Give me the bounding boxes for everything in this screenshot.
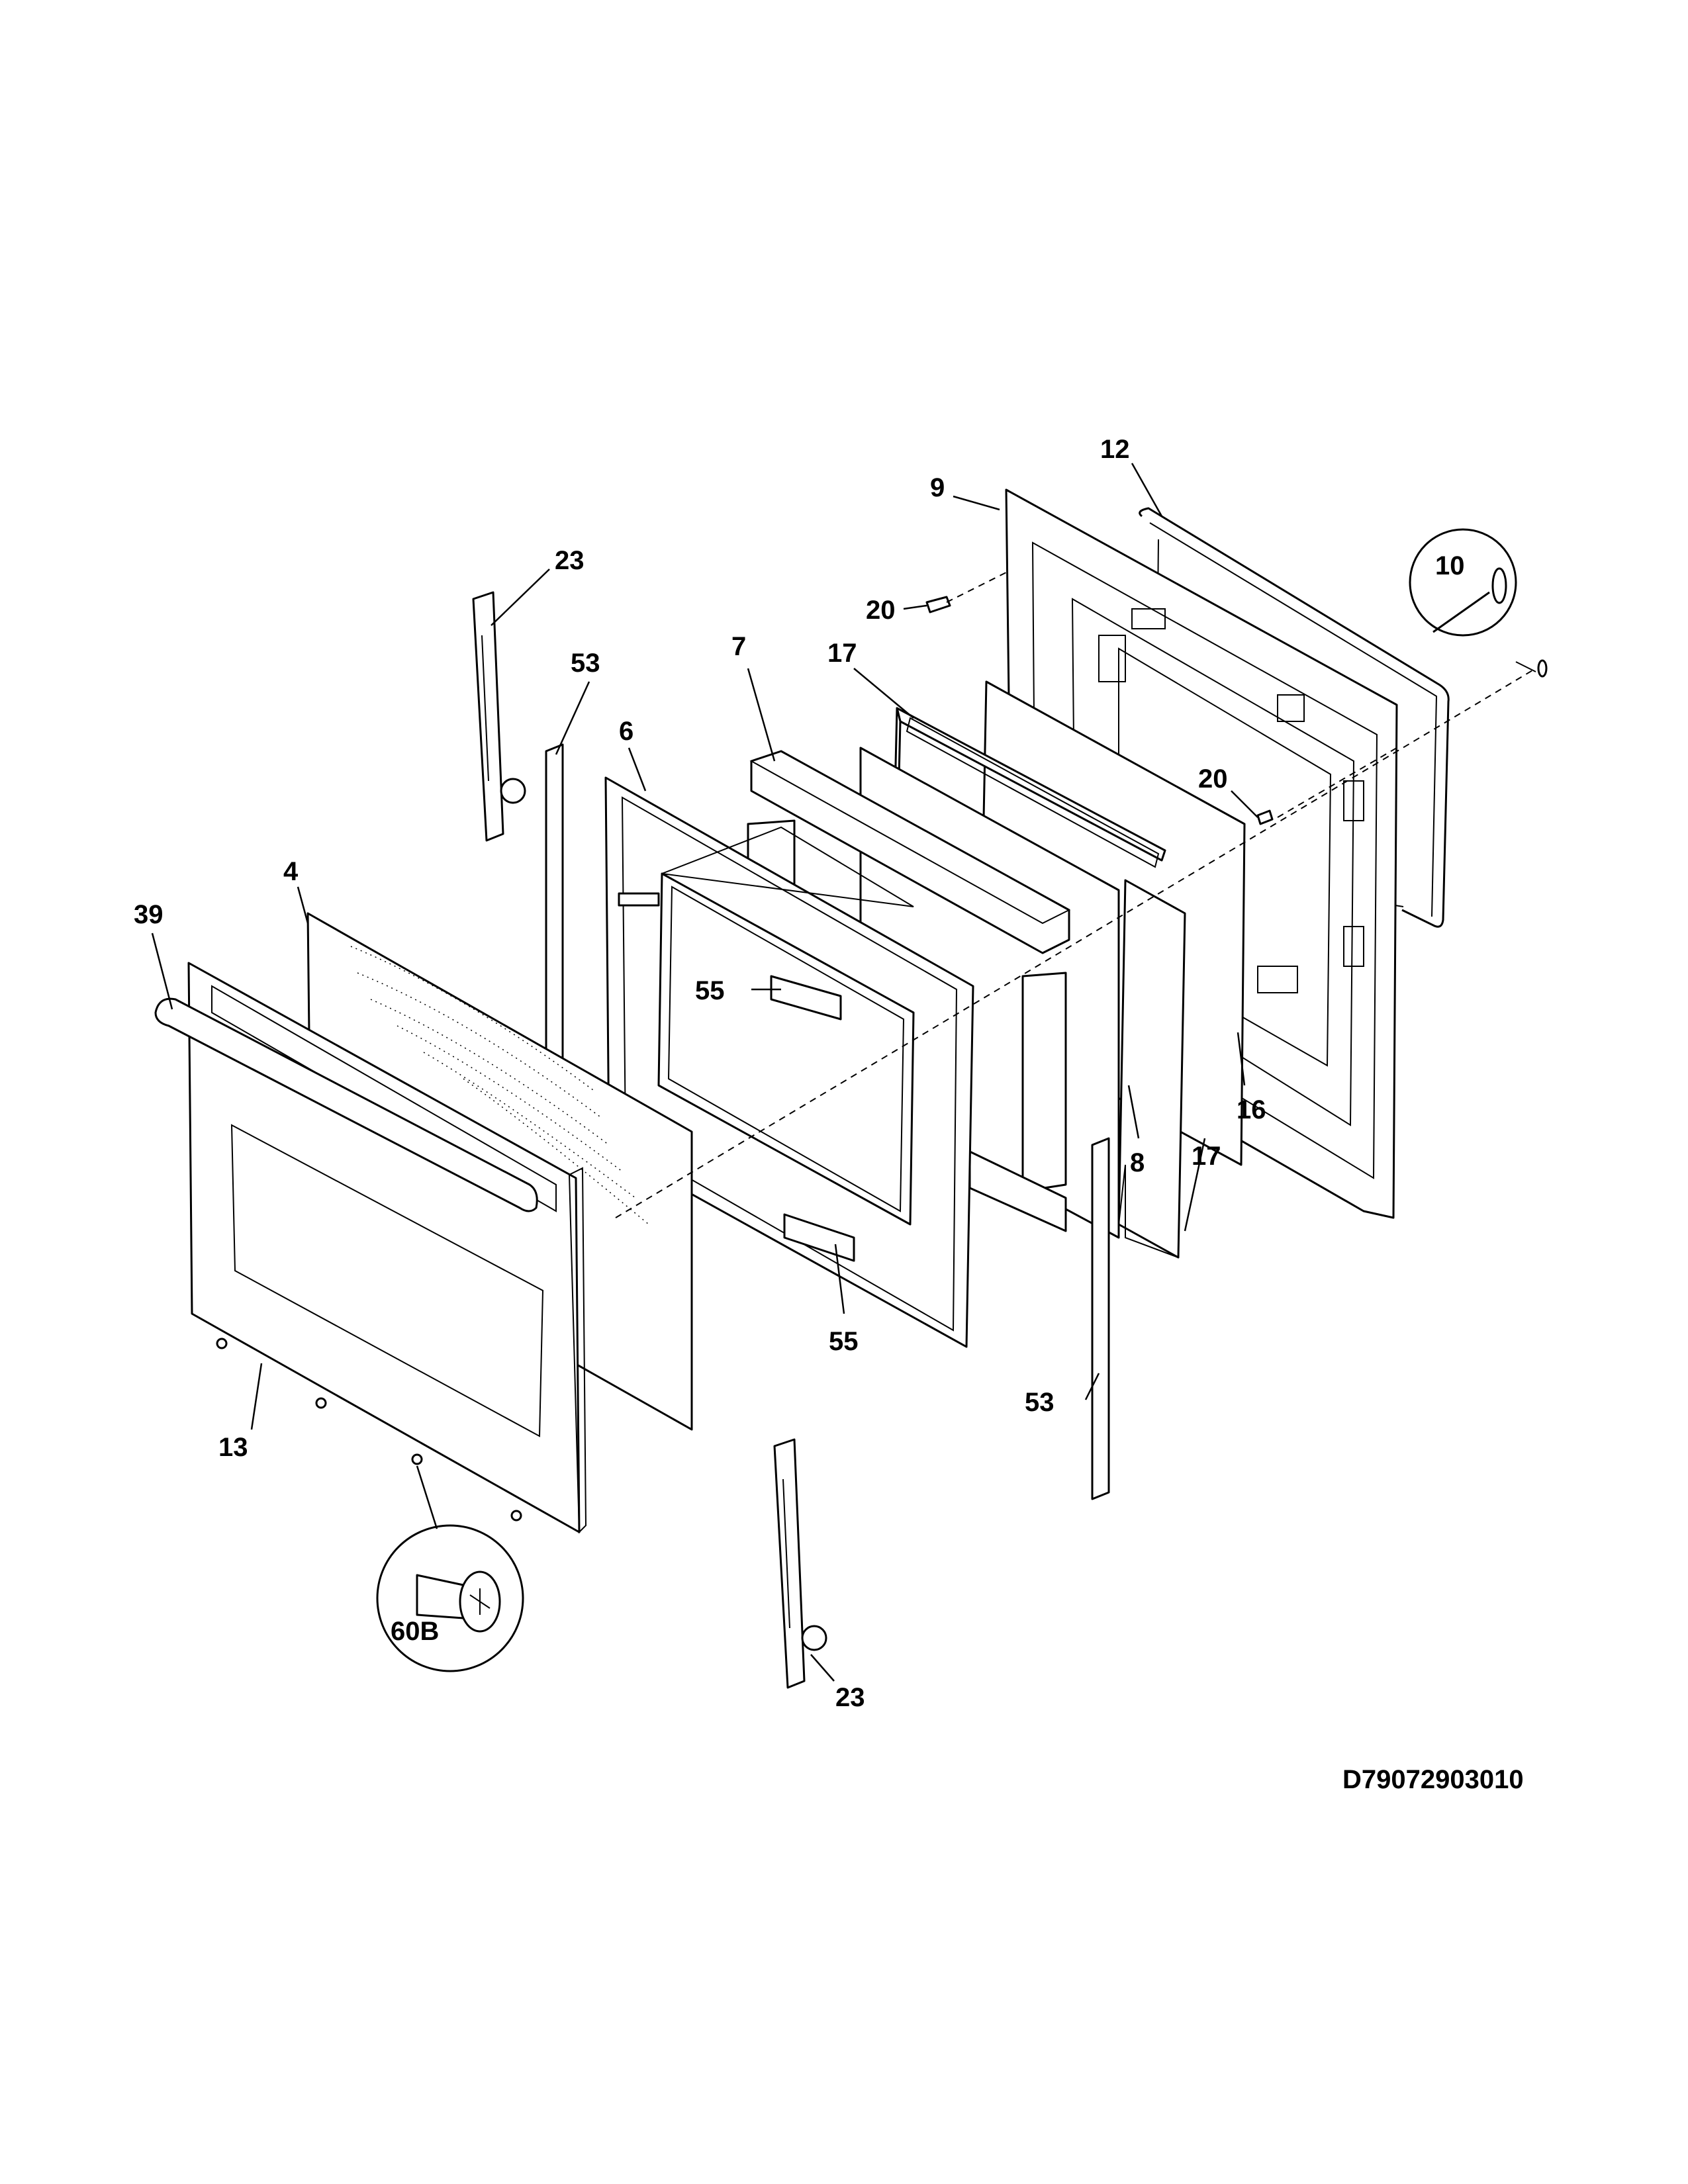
callout-20-top: 20 xyxy=(866,596,896,625)
callout-8: 8 xyxy=(1130,1148,1145,1177)
screw-detail-60b xyxy=(376,1524,524,1672)
callout-13: 13 xyxy=(218,1433,248,1462)
callout-10: 10 xyxy=(1435,551,1465,580)
callout-53-left: 53 xyxy=(571,649,600,678)
hinge-23-top xyxy=(472,591,526,842)
outer-door-13 xyxy=(187,962,587,1534)
callout-9: 9 xyxy=(930,473,945,502)
callout-55-upper: 55 xyxy=(695,976,725,1005)
screw-20-mid xyxy=(1256,809,1274,825)
door-liner-6 xyxy=(604,776,974,1348)
side-trim-53-right xyxy=(1091,1137,1110,1500)
callout-55-lower: 55 xyxy=(829,1327,859,1356)
callout-39: 39 xyxy=(134,900,164,929)
hinge-23-bottom xyxy=(773,1438,827,1689)
callout-17-top: 17 xyxy=(827,639,857,668)
door-screws xyxy=(216,1338,522,1522)
bolt-detail-10 xyxy=(1409,528,1548,678)
callout-4: 4 xyxy=(283,857,299,886)
screw-20-top xyxy=(925,596,951,614)
callout-23-top: 23 xyxy=(555,546,585,575)
callout-23-bottom: 23 xyxy=(835,1683,865,1712)
callout-60b: 60B xyxy=(391,1617,439,1646)
leader-lines xyxy=(151,463,1258,1682)
door-handle-39 xyxy=(154,997,538,1212)
drawing-number: D79072903010 xyxy=(1342,1765,1524,1794)
callout-53-right: 53 xyxy=(1025,1388,1055,1417)
callout-20-mid: 20 xyxy=(1198,764,1228,794)
callout-7: 7 xyxy=(731,632,746,661)
callout-17-bottom: 17 xyxy=(1192,1142,1221,1171)
side-trim-53-left xyxy=(545,743,564,1093)
callout-12: 12 xyxy=(1100,435,1130,464)
callout-6: 6 xyxy=(619,717,633,746)
callout-16: 16 xyxy=(1237,1095,1266,1124)
